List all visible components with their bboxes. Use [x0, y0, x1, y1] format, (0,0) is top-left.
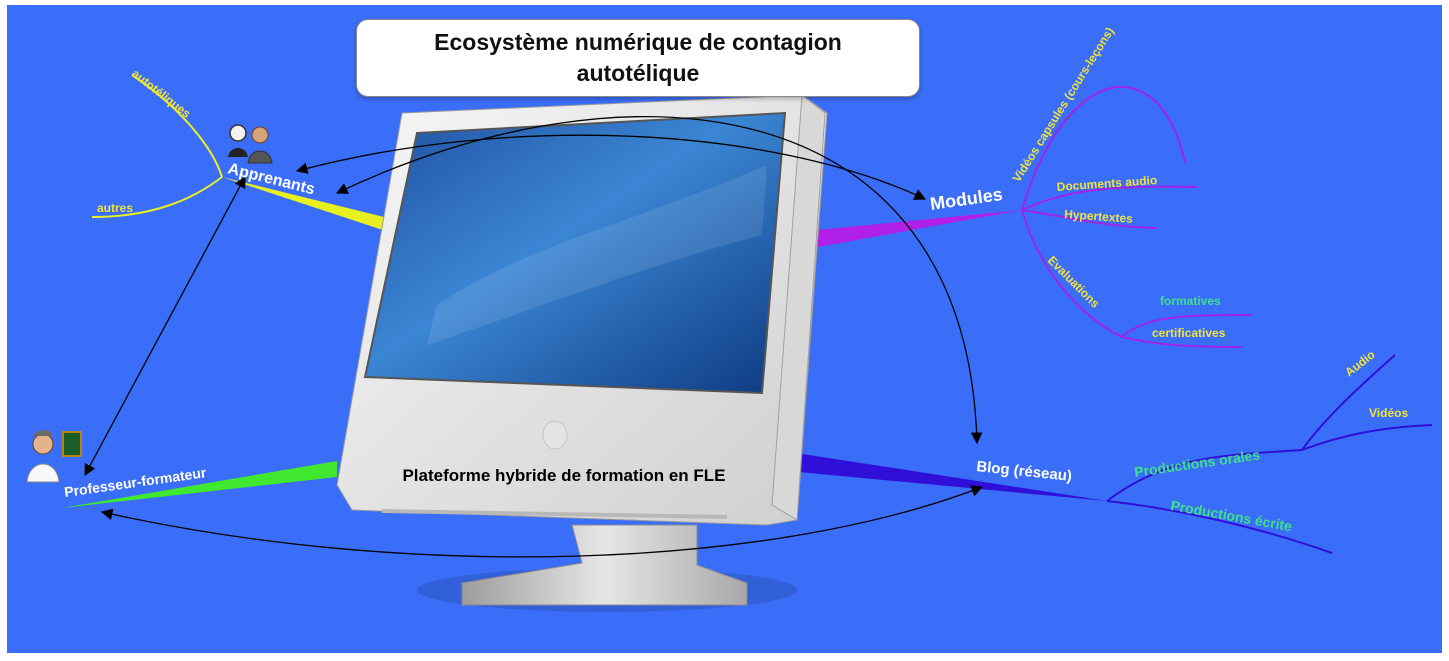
arrow-apprenants-blog [335, 116, 983, 445]
blog-label: Blog (réseau) [976, 458, 1073, 485]
autres-label: autres [97, 201, 133, 215]
mindmap-canvas: Apprenants autotéliques autres Modules V… [7, 5, 1442, 653]
autoteliques-label: autotéliques [129, 66, 194, 121]
center-label: Plateforme hybride de formation en FLE [402, 466, 725, 485]
productions-orales-label: Productions orales [1133, 446, 1261, 480]
professeur-label: Professeur-formateur [63, 464, 208, 500]
computer-monitor-icon [336, 94, 828, 612]
videos-capsules-label: Vidéos capsules (cours-leçons) [1010, 25, 1117, 185]
modules-label: Modules [929, 184, 1004, 214]
videos-label: Vidéos [1369, 406, 1408, 420]
blog-sub-branches [1106, 354, 1433, 554]
branch-blog [777, 450, 1107, 501]
arrow-apprenants-modules [295, 134, 927, 200]
modules-sub-branches [1021, 85, 1253, 348]
documents-audio-label: Documents audio [1056, 173, 1157, 194]
productions-ecrite-label: Productions écrite [1169, 497, 1293, 534]
branch-modules [807, 210, 1022, 249]
certificatives-label: certificatives [1152, 326, 1226, 340]
mindmap-diagram: Apprenants autotéliques autres Modules V… [26, 25, 1433, 612]
formatives-label: formatives [1160, 294, 1221, 308]
arrow-apprenants-professeur [84, 175, 246, 477]
hypertextes-label: Hypertextes [1064, 207, 1134, 226]
relation-arrows [84, 116, 984, 558]
learners-icon [228, 124, 273, 164]
teacher-icon [26, 430, 82, 483]
page-title: Ecosystème numérique de contagion autoté… [434, 29, 842, 86]
apprenants-sub-branches [91, 74, 223, 218]
title-box: Ecosystème numérique de contagion autoté… [356, 19, 920, 97]
arrow-professeur-blog [100, 485, 984, 558]
